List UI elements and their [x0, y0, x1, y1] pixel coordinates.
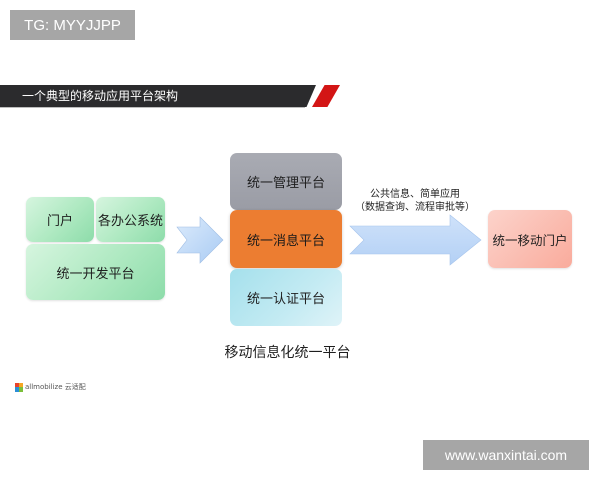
long-right-arrow-icon [349, 214, 482, 266]
auth-platform-box: 统一认证平台 [230, 269, 342, 326]
arrow-label: 公共信息、简单应用 （数据查询、流程审批等） [350, 188, 480, 214]
allmobilize-logo: allmobilize 云适配 [15, 381, 86, 393]
message-platform-label: 统一消息平台 [246, 233, 325, 249]
title-underline [0, 107, 305, 108]
logo-mark-icon [15, 382, 23, 392]
dev-platform-box: 统一开发平台 [26, 244, 165, 300]
title-accent-slash [312, 85, 340, 107]
management-platform-box: 统一管理平台 [230, 153, 342, 210]
auth-platform-label: 统一认证平台 [246, 292, 325, 307]
logo-text: allmobilize 云适配 [25, 383, 86, 391]
mobile-portal-label: 统一移动门户 [492, 232, 568, 248]
title-bar [0, 85, 316, 107]
portal-box: 门户 [26, 197, 94, 242]
office-systems-box: 各办公系统 [96, 197, 165, 242]
watermark-bottom: www.wanxintai.com [423, 440, 589, 470]
management-platform-label: 统一管理平台 [246, 176, 325, 191]
arrow-label-line2: （数据查询、流程审批等） [355, 202, 475, 213]
arrow-label-line1: 公共信息、简单应用 [370, 189, 460, 200]
page-title: 一个典型的移动应用平台架构 [22, 89, 179, 103]
mobile-portal-box: 统一移动门户 [488, 210, 572, 268]
message-platform-box: 统一消息平台 [230, 210, 342, 268]
diagram-caption: 移动信息化统一平台 [224, 345, 351, 361]
watermark-top: TG: MYYJJPP [10, 10, 135, 40]
portal-label: 门户 [46, 214, 73, 229]
office-systems-label: 各办公系统 [97, 214, 163, 229]
right-arrow-icon [176, 216, 224, 264]
dev-platform-label: 统一开发平台 [56, 266, 135, 282]
